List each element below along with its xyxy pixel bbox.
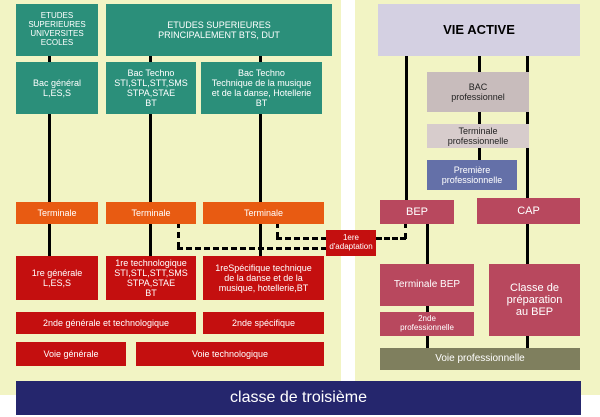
premiere-professionnelle: Première professionnelle — [427, 160, 517, 190]
connector-line — [478, 112, 481, 124]
connector-line — [478, 148, 481, 160]
bac-professionnel: BAC professionnel — [427, 72, 529, 112]
connector-line — [149, 56, 152, 206]
adaptation-path — [177, 247, 327, 250]
premiere-generale: 1re générale L,ES,S — [16, 256, 98, 300]
seconde-specifique: 2nde spécifique — [203, 312, 324, 334]
connector-line — [526, 336, 529, 350]
bep: BEP — [380, 200, 454, 224]
vie-active: VIE ACTIVE — [378, 4, 580, 56]
higher-ed-schools: ETUDES SUPERIEURES UNIVERSITES ECOLES — [16, 4, 98, 56]
connector-line — [426, 306, 429, 314]
terminale-general: Terminale — [16, 202, 98, 224]
adaptation-path — [404, 222, 407, 239]
connector-line — [48, 56, 51, 206]
connector-line — [526, 222, 529, 264]
premiere-specifique: 1reSpécifique technique de la danse et d… — [203, 256, 324, 300]
connector-line — [48, 224, 51, 258]
terminale-professionnelle: Terminale professionnelle — [427, 124, 529, 148]
bac-techno-music-dance: Bac Techno Technique de la musique et de… — [201, 62, 322, 114]
connector-line — [149, 224, 152, 258]
connector-line — [259, 56, 262, 206]
voie-professionnelle: Voie professionnelle — [380, 348, 580, 370]
classe-preparation-bep: Classe de préparation au BEP — [489, 264, 580, 336]
classe-troisieme: classe de troisième — [16, 381, 581, 415]
connector-line — [478, 56, 481, 72]
terminale-techno: Terminale — [106, 202, 196, 224]
bac-general: Bac général L,ES,S — [16, 62, 98, 114]
cap: CAP — [477, 198, 580, 224]
voie-generale: Voie générale — [16, 342, 126, 366]
connector-line — [426, 222, 429, 264]
bac-techno: Bac Techno STI,STL,STT,SMS STPA,STAE BT — [106, 62, 196, 114]
terminale-specific: Terminale — [203, 202, 324, 224]
higher-ed-bts-dut: ETUDES SUPERIEURES PRINCIPALEMENT BTS, D… — [106, 4, 332, 56]
connector-line — [259, 224, 262, 258]
voie-technologique: Voie technologique — [136, 342, 324, 366]
adaptation-path — [177, 222, 180, 248]
adaptation-path — [276, 222, 279, 238]
connector-line — [405, 56, 408, 204]
connector-line — [426, 336, 429, 350]
general-techno-panel — [0, 0, 341, 395]
premiere-adaptation: 1ere d'adaptation — [326, 230, 376, 256]
adaptation-path — [276, 237, 327, 240]
premiere-technologique: 1re technologique STI,STL,STT,SMS STPA,S… — [106, 256, 196, 300]
seconde-generale-technologique: 2nde générale et technologique — [16, 312, 196, 334]
adaptation-path — [376, 237, 406, 240]
terminale-bep: Terminale BEP — [380, 264, 474, 306]
seconde-professionnelle: 2nde professionnelle — [380, 312, 474, 336]
